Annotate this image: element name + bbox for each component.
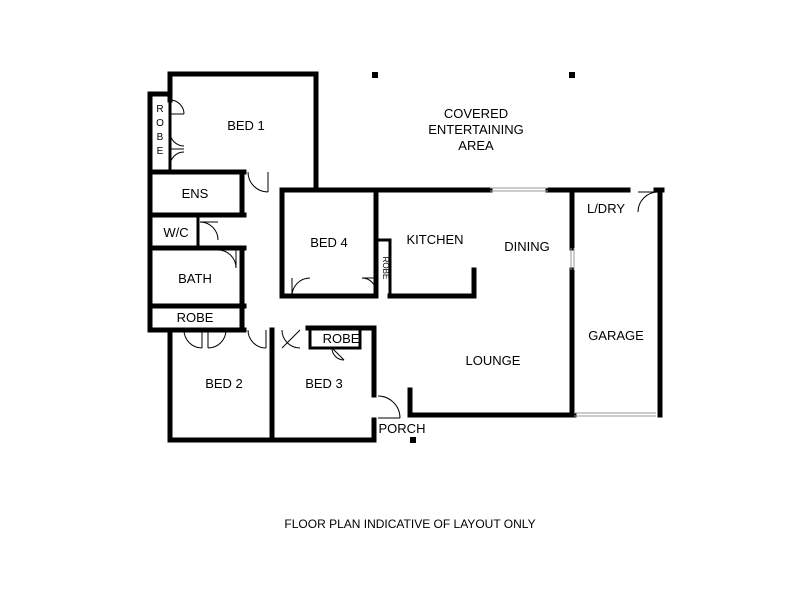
- label-dining: DINING: [504, 239, 550, 254]
- label-bed-4: BED 4: [310, 235, 348, 250]
- label-porch: PORCH: [379, 421, 426, 436]
- post-covered-left: [372, 72, 378, 78]
- label-covered-line2: ENTERTAINING: [428, 122, 524, 137]
- label-robe-4: ROBE: [381, 257, 390, 280]
- label-wc: W/C: [163, 225, 188, 240]
- walls: [147, 71, 665, 443]
- label-garage: GARAGE: [588, 328, 644, 343]
- label-lounge: LOUNGE: [466, 353, 521, 368]
- label-kitchen: KITCHEN: [406, 232, 463, 247]
- label-robe-1-r: R: [156, 104, 163, 115]
- label-robe-1-e: E: [157, 146, 164, 157]
- label-bed-3: BED 3: [305, 376, 343, 391]
- bed1-walls: [147, 71, 319, 193]
- label-bath: BATH: [178, 271, 212, 286]
- bed4-walls: [279, 187, 379, 299]
- label-ldry: L/DRY: [587, 201, 625, 216]
- label-bed-1: BED 1: [227, 118, 265, 133]
- plan-caption: FLOOR PLAN INDICATIVE OF LAYOUT ONLY: [284, 517, 535, 531]
- kitchen-bench: [387, 267, 477, 299]
- openings: [490, 187, 656, 417]
- label-covered-line1: COVERED: [444, 106, 508, 121]
- label-covered-entertaining: COVERED ENTERTAINING AREA: [428, 106, 524, 153]
- label-ens: ENS: [182, 186, 209, 201]
- post-porch: [410, 437, 416, 443]
- post-covered-right: [569, 72, 575, 78]
- label-robe-1-o: O: [156, 118, 164, 129]
- label-covered-line3: AREA: [458, 138, 494, 153]
- label-robe-3: ROBE: [323, 331, 360, 346]
- label-bed-2: BED 2: [205, 376, 243, 391]
- doors: [169, 99, 659, 419]
- label-robe-2: ROBE: [177, 310, 214, 325]
- label-robe-1-b: B: [157, 132, 164, 143]
- label-robe-1: R O B E: [156, 104, 164, 157]
